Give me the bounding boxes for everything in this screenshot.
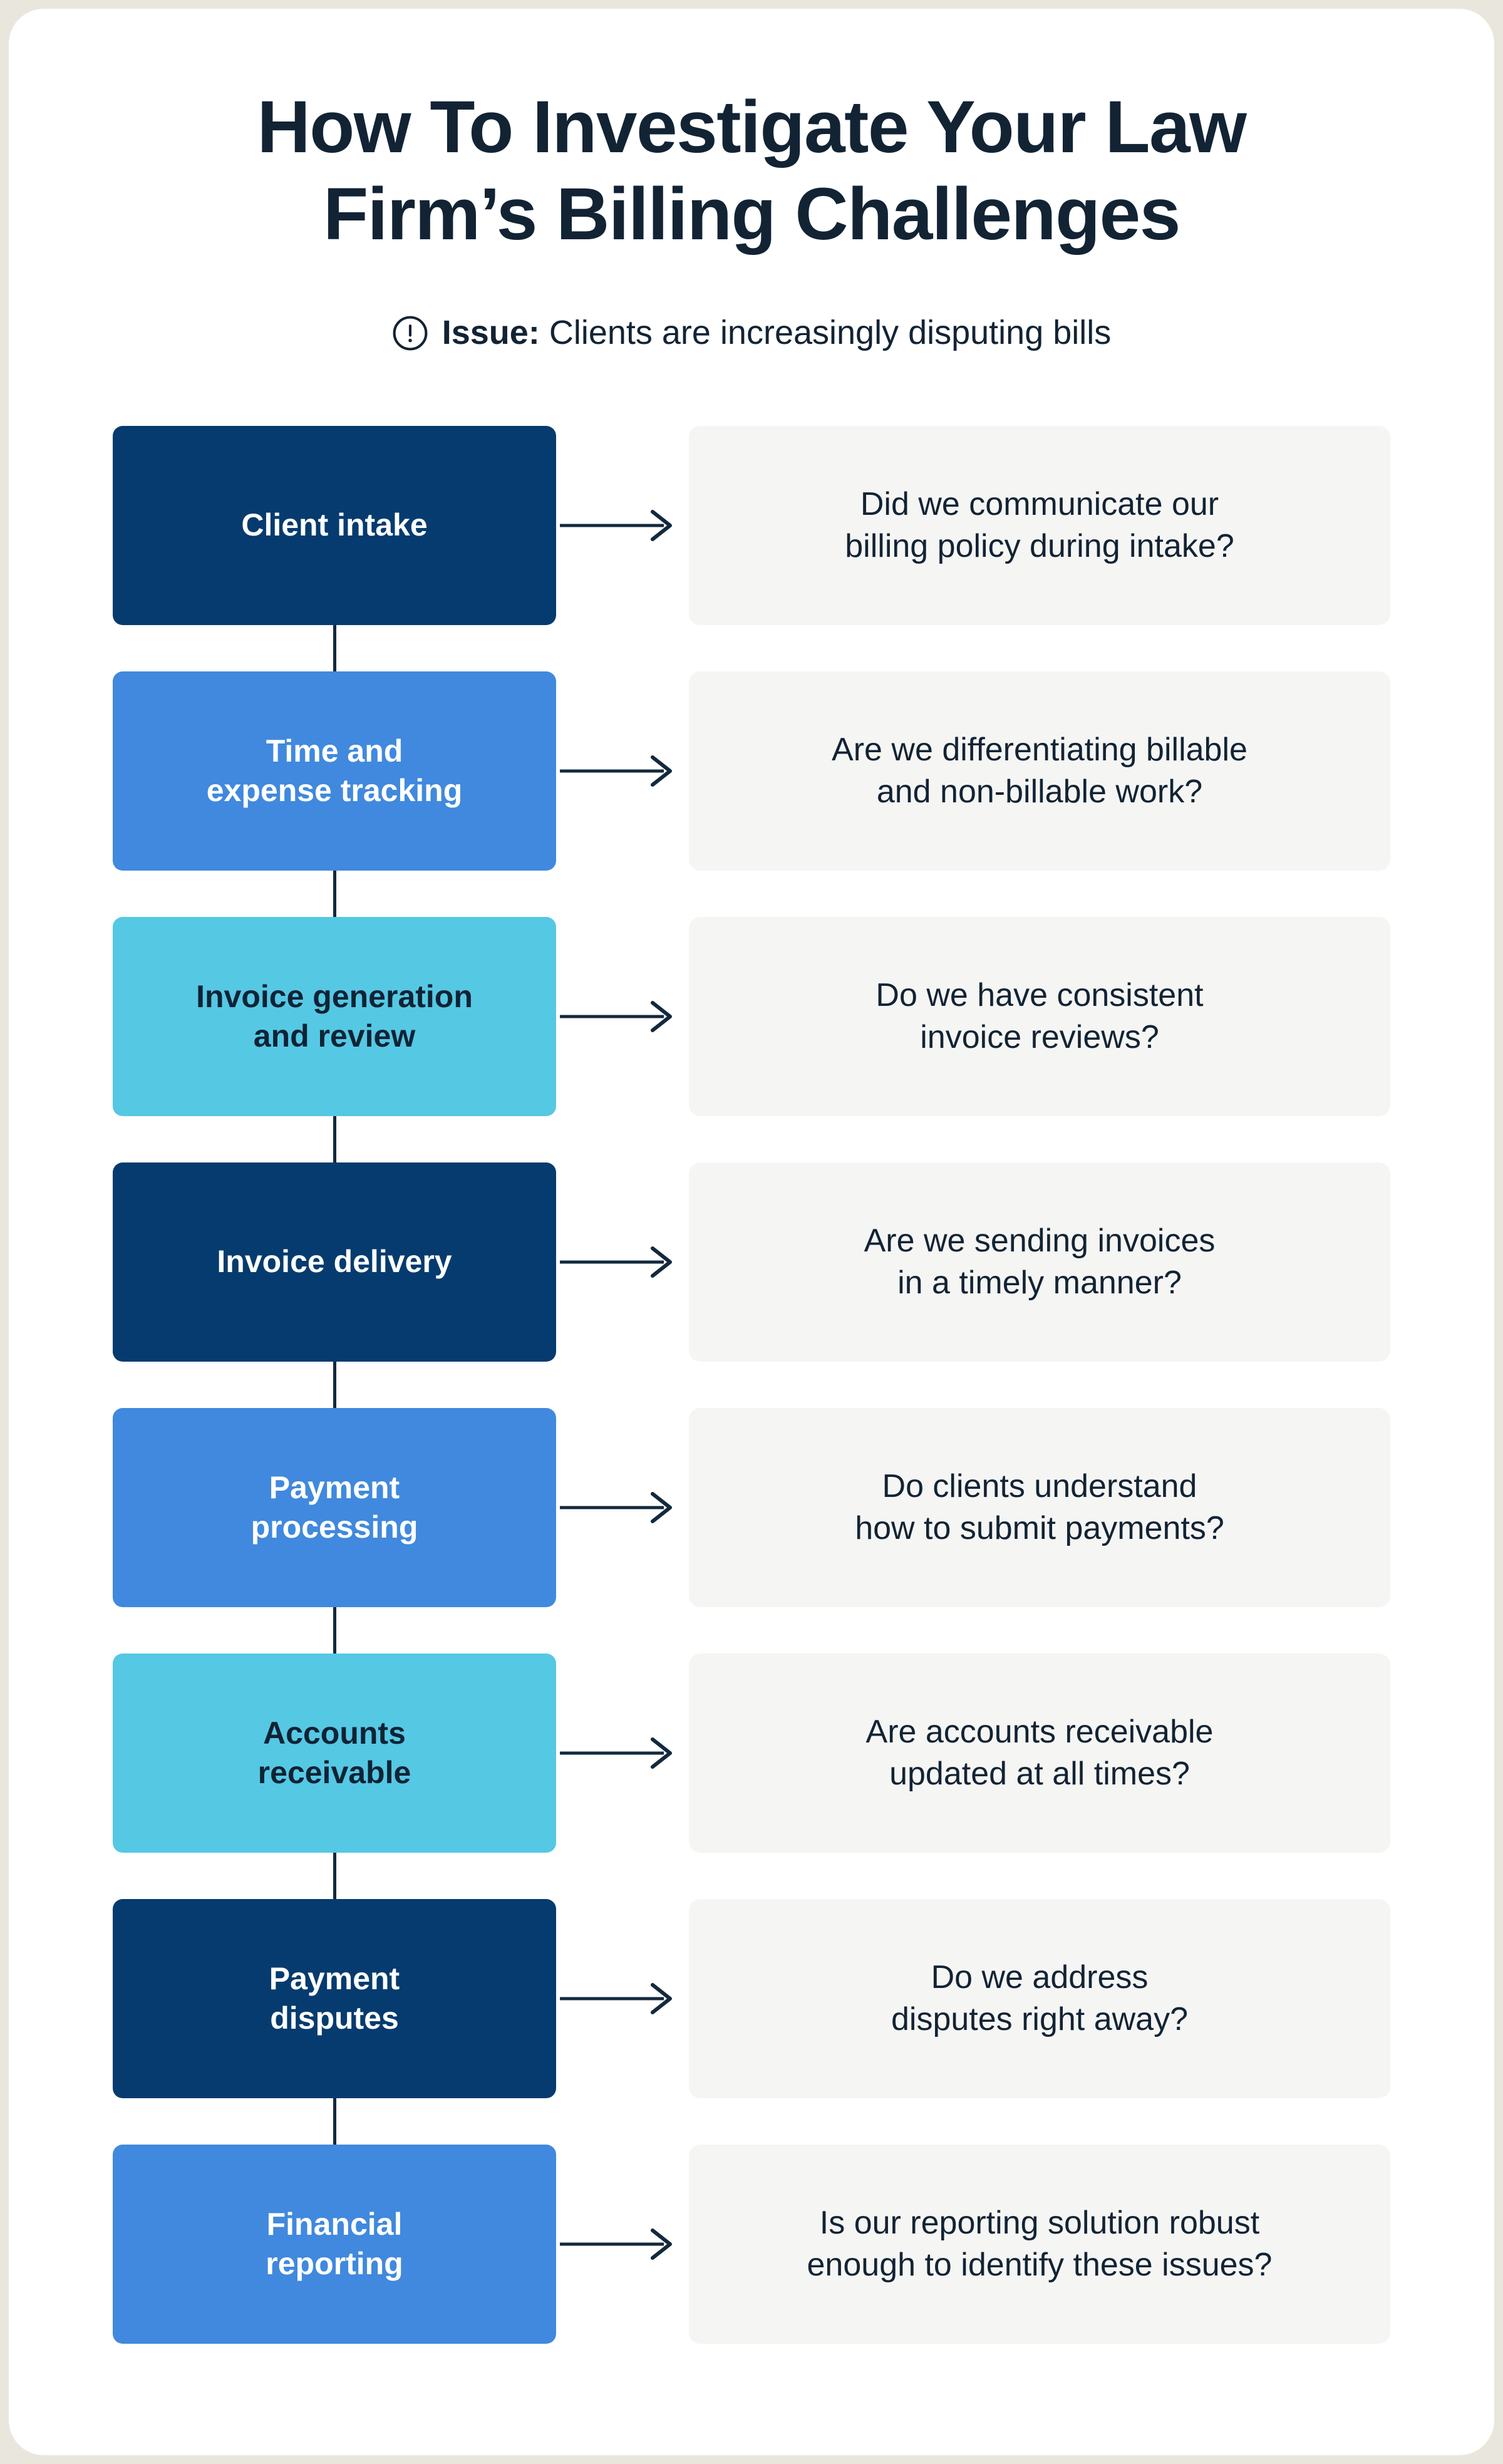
page-title-line-2: Firm’s Billing Challenges — [323, 173, 1180, 256]
issue-text: Issue: Clients are increasingly disputin… — [442, 312, 1112, 355]
flow-row: Payment disputes Do we address disputes r… — [9, 1852, 1494, 2098]
page-title: How To Investigate Your Law Firm’s Billi… — [132, 84, 1371, 258]
stage-to-question-arrow — [556, 1162, 689, 1362]
question-text: Are we sending invoices in a timely mann… — [864, 1223, 1216, 1301]
stage-to-question-arrow — [556, 1899, 689, 2098]
alert-circle-icon — [392, 315, 428, 351]
flow-connector-line — [333, 624, 336, 674]
flow-row: Financial reporting Is our reporting solu… — [9, 2098, 1494, 2344]
flow-row: Invoice delivery Are we sending invoices … — [9, 1116, 1494, 1362]
flow-connector-line — [333, 870, 336, 919]
stage-box[interactable]: Invoice generation and review — [113, 916, 556, 1116]
flow-connector-line — [333, 1361, 336, 1411]
issue-label: Issue: — [442, 314, 540, 352]
header: How To Investigate Your Law Firm’s Billi… — [9, 9, 1494, 355]
issue-description: Clients are increasingly disputing bills — [549, 314, 1112, 352]
question-box[interactable]: Did we communicate our billing policy du… — [689, 425, 1390, 625]
stage-label: Invoice delivery — [217, 1244, 452, 1280]
question-box[interactable]: Is our reporting solution robust enough … — [689, 2144, 1390, 2344]
question-box[interactable]: Are we sending invoices in a timely mann… — [689, 1162, 1390, 1362]
question-box[interactable]: Do clients understand how to submit paym… — [689, 1407, 1390, 1607]
flow-row: Time and expense tracking Are we differen… — [9, 624, 1494, 871]
stage-label: Payment processing — [250, 1469, 418, 1545]
stage-to-question-arrow — [556, 917, 689, 1116]
arrow-right-icon — [560, 1489, 685, 1526]
question-text: Are we differentiating billable and non-… — [832, 732, 1247, 810]
arrow-right-icon — [560, 1243, 685, 1281]
arrow-right-icon — [560, 507, 685, 544]
arrow-right-icon — [560, 1734, 685, 1772]
stage-box[interactable]: Accounts receivable — [113, 1653, 556, 1853]
stage-label: Time and expense tracking — [206, 733, 463, 808]
flow-connector-line — [333, 1852, 336, 1902]
flow-row: Payment processing Do clients understand … — [9, 1361, 1494, 1607]
stage-to-question-arrow — [556, 1408, 689, 1607]
stage-label: Invoice generation and review — [196, 978, 473, 1053]
stage-box[interactable]: Payment processing — [113, 1407, 556, 1607]
stage-box[interactable]: Client intake — [113, 425, 556, 625]
issue-banner: Issue: Clients are increasingly disputin… — [9, 312, 1494, 355]
stage-label: Payment disputes — [269, 1960, 400, 2036]
question-text: Do we have consistent invoice reviews? — [875, 977, 1204, 1055]
billing-flow: Client intake Did we communicate our bill… — [9, 425, 1494, 2419]
stage-label: Client intake — [241, 507, 428, 543]
flow-connector-line — [333, 2098, 336, 2147]
stage-to-question-arrow — [556, 426, 689, 625]
stage-label: Accounts receivable — [257, 1715, 411, 1790]
stage-to-question-arrow — [556, 1654, 689, 1853]
stage-box[interactable]: Time and expense tracking — [113, 671, 556, 871]
arrow-right-icon — [560, 752, 685, 790]
question-box[interactable]: Are we differentiating billable and non-… — [689, 671, 1390, 871]
question-box[interactable]: Do we have consistent invoice reviews? — [689, 916, 1390, 1116]
flow-row: Invoice generation and review Do we have … — [9, 870, 1494, 1116]
arrow-right-icon — [560, 2225, 685, 2263]
page-title-line-1: How To Investigate Your Law — [257, 86, 1247, 168]
flow-connector-line — [333, 1116, 336, 1165]
stage-box[interactable]: Financial reporting — [113, 2144, 556, 2344]
stage-label: Financial reporting — [266, 2206, 403, 2281]
question-box[interactable]: Are accounts receivable updated at all t… — [689, 1653, 1390, 1853]
arrow-right-icon — [560, 998, 685, 1035]
stage-box[interactable]: Invoice delivery — [113, 1162, 556, 1362]
question-text: Are accounts receivable updated at all t… — [865, 1714, 1214, 1792]
arrow-right-icon — [560, 1980, 685, 2017]
question-text: Is our reporting solution robust enough … — [807, 2205, 1273, 2283]
flow-row: Client intake Did we communicate our bill… — [9, 425, 1494, 625]
question-text: Do clients understand how to submit paym… — [855, 1468, 1224, 1546]
flow-row: Accounts receivable Are accounts receivab… — [9, 1607, 1494, 1853]
question-text: Do we address disputes right away? — [891, 1959, 1189, 2037]
flow-connector-line — [333, 1607, 336, 1656]
question-text: Did we communicate our billing policy du… — [845, 486, 1234, 564]
stage-to-question-arrow — [556, 671, 689, 871]
question-box[interactable]: Do we address disputes right away? — [689, 1898, 1390, 2098]
infographic-card: How To Investigate Your Law Firm’s Billi… — [9, 9, 1494, 2455]
stage-box[interactable]: Payment disputes — [113, 1898, 556, 2098]
stage-to-question-arrow — [556, 2145, 689, 2344]
